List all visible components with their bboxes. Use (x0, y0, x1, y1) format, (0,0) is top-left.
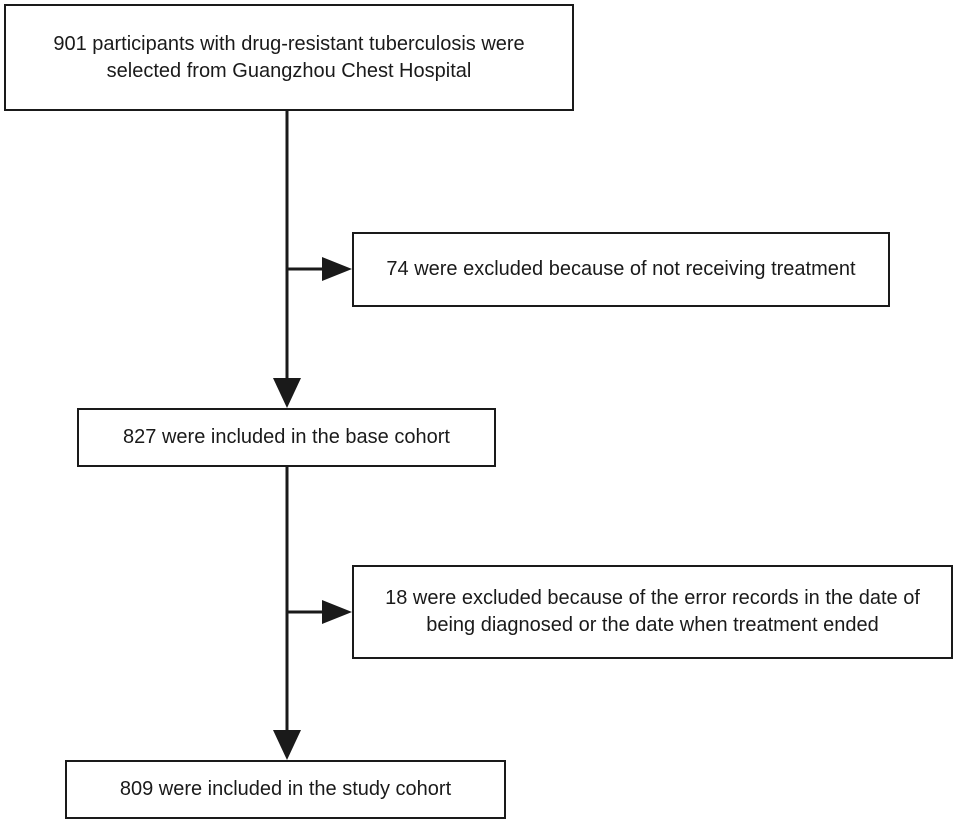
arrowhead-exclusion-2 (322, 600, 352, 624)
box-exclusion-error-records: 18 were excluded because of the error re… (352, 565, 953, 659)
initial-participants-line-2: selected from Guangzhou Chest Hospital (106, 59, 472, 82)
exclusion-error-records-line-1: 18 were excluded because of the error re… (385, 587, 920, 609)
initial-participants-line-1: 901 participants with drug-resistant tub… (53, 32, 525, 55)
base-cohort-text: 827 were included in the base cohort (123, 426, 450, 448)
arrowhead-exclusion-1 (322, 257, 352, 281)
box-study-cohort: 809 were included in the study cohort (65, 760, 506, 819)
box-base-cohort: 827 were included in the base cohort (77, 408, 496, 467)
exclusion-error-records-line-2: being diagnosed or the date when treatme… (426, 614, 879, 636)
exclusion-no-treatment-text: 74 were excluded because of not receivin… (386, 258, 856, 280)
box-initial-participants: 901 participants with drug-resistant tub… (4, 4, 574, 111)
arrowhead-study (273, 730, 301, 760)
box-exclusion-no-treatment: 74 were excluded because of not receivin… (352, 232, 890, 307)
arrowhead-base (273, 378, 301, 408)
study-cohort-text: 809 were included in the study cohort (119, 778, 452, 800)
